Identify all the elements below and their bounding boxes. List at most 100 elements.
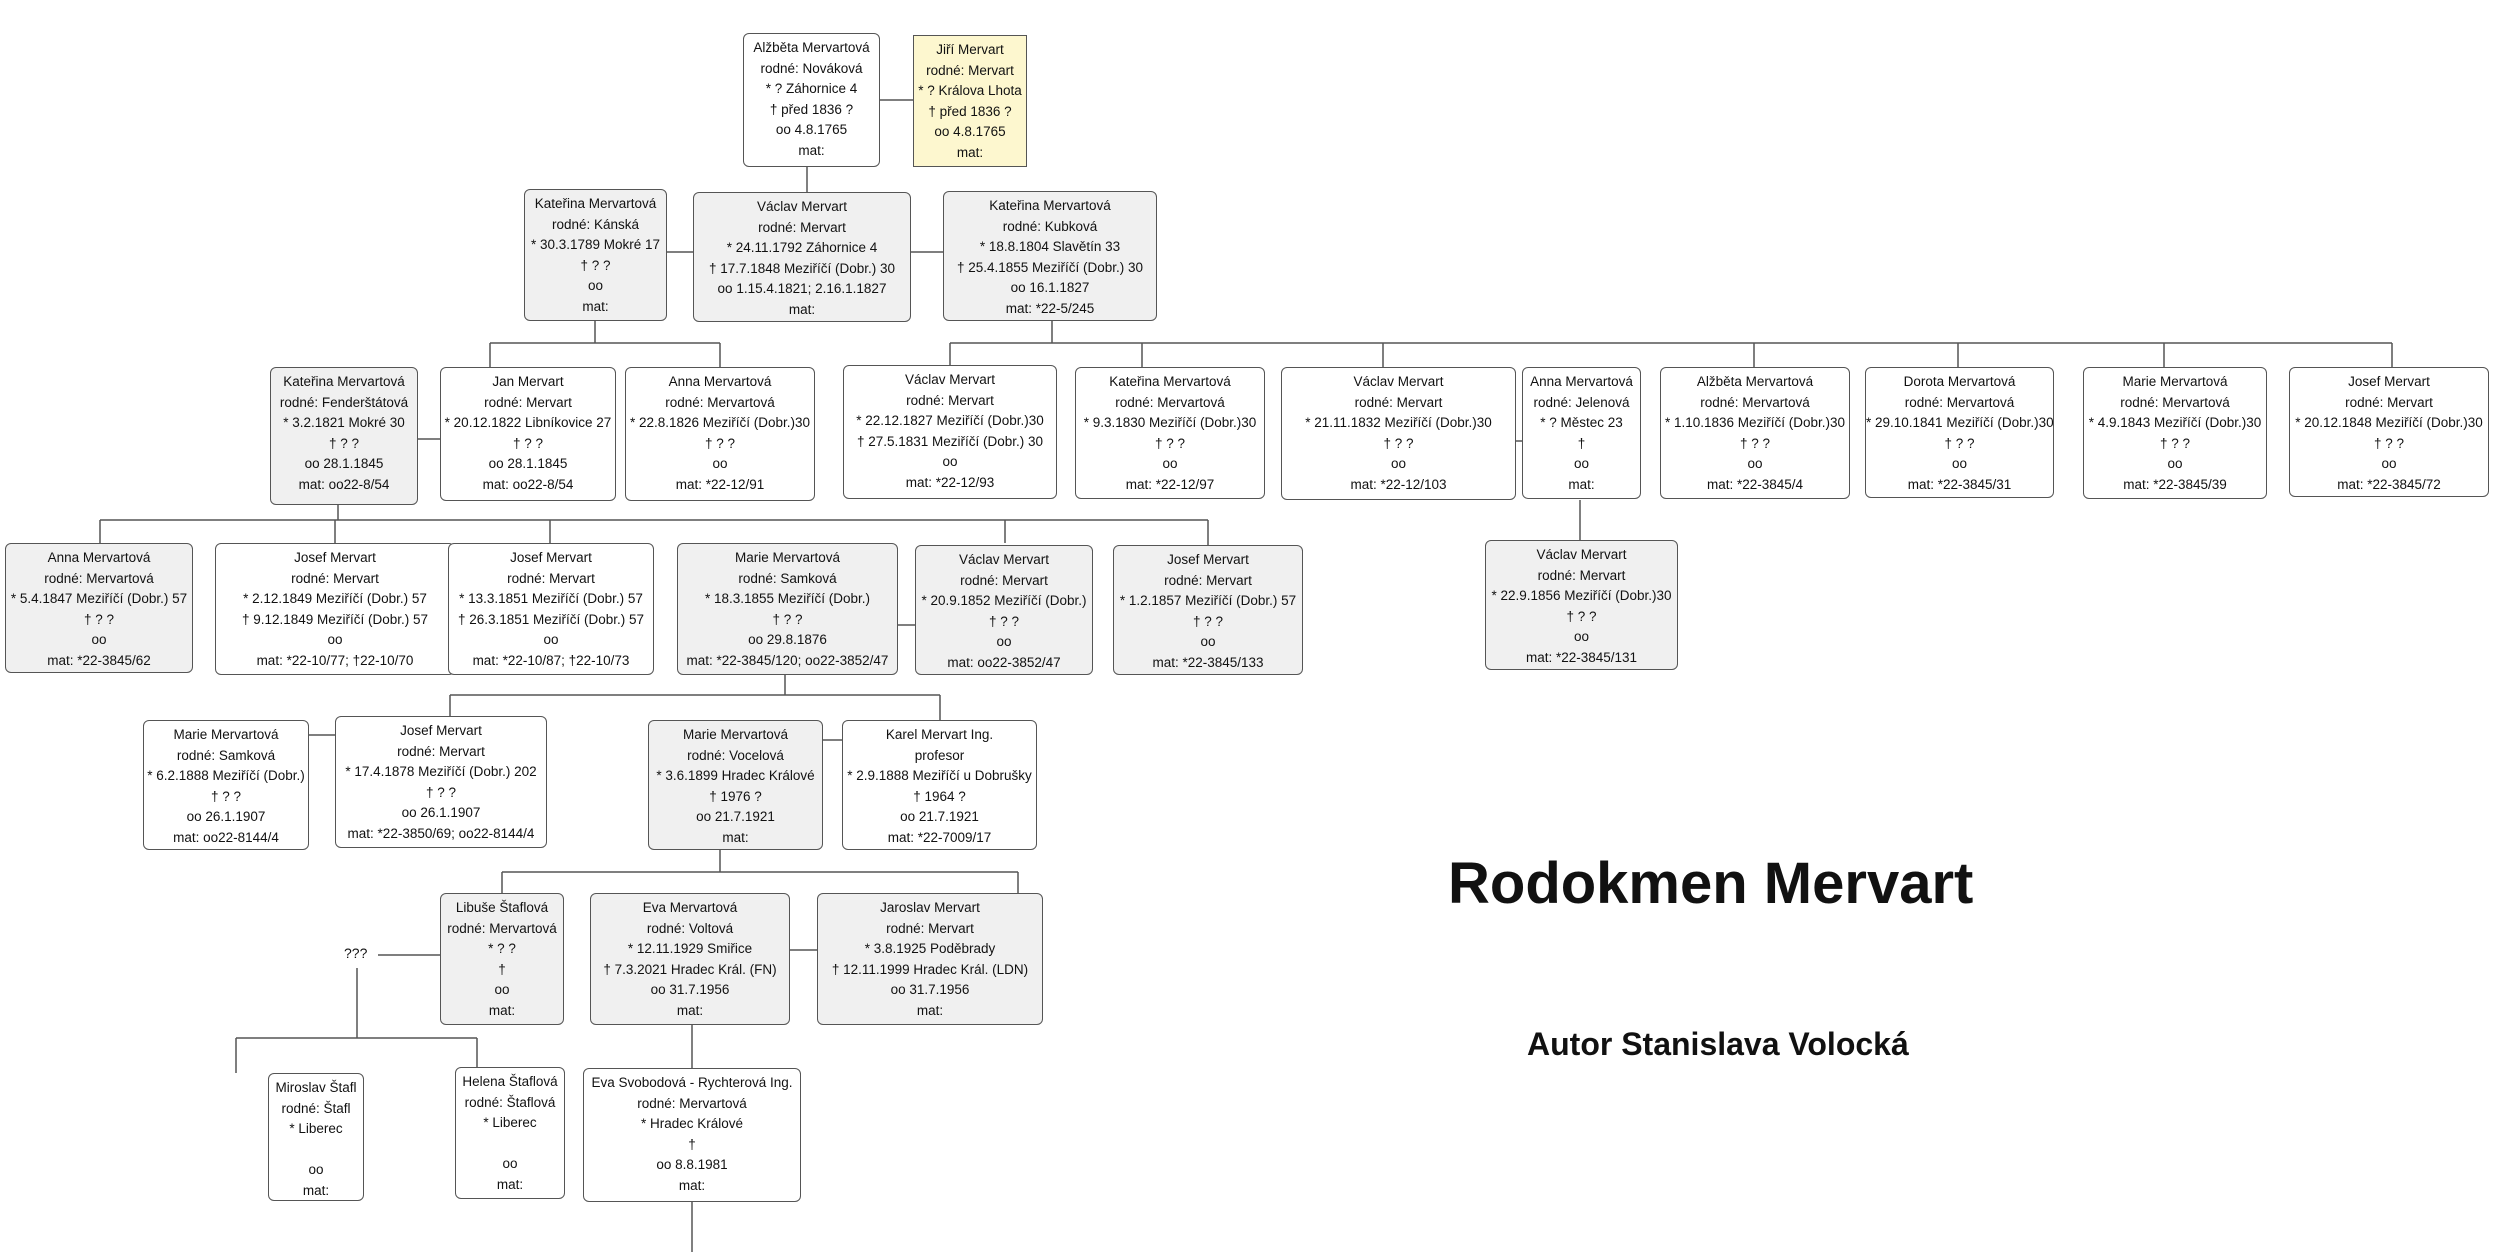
birth-name: rodné: Fenderštátová [279,394,409,410]
person-name: Anna Mervartová [1530,374,1633,389]
birth-info: * 20.9.1852 Meziříčí (Dobr.) [921,593,1087,608]
person-name: Alžběta Mervartová [1696,374,1814,389]
birth-info: * 4.9.1843 Meziříčí (Dobr.)30 [2088,415,2262,430]
marriage-info: oo 21.7.1921 [900,809,979,824]
birth-info: * ? Králova Lhota [918,83,1022,98]
birth-info: * 22.8.1826 Meziříčí (Dobr.)30 [629,415,811,430]
register-info: mat: oo22-8144/4 [173,829,279,845]
person-name: Eva Svobodová - Rychterová Ing. [591,1075,793,1090]
birth-info: * 20.12.1822 Libníkovice 27 [444,415,612,430]
person-eva-svobodova[interactable]: Eva Svobodová - Rychterová Ing.rodné: Me… [583,1068,801,1202]
birth-name: profesor [914,747,965,763]
marriage-info: oo [1573,456,1590,471]
person-name: Jaroslav Mervart [880,900,980,915]
marriage-info: oo [494,982,510,997]
death-info: † ? ? [512,435,544,451]
register-info: mat: *22-3845/31 [1907,476,2012,492]
person-name: Helena Štaflová [462,1074,558,1089]
marriage-info: oo [712,456,728,471]
death-info: † ? ? [580,257,611,273]
register-info: mat: [798,142,825,158]
person-name: Anna Mervartová [668,374,772,389]
death-info: † ? ? [704,435,736,451]
birth-name: rodné: Mervart [1164,572,1252,588]
birth-name: rodné: Mervart [1537,567,1626,583]
birth-info: * 3.8.1925 Poděbrady [864,941,996,956]
birth-info: * 30.3.1789 Mokré 17 [530,237,661,252]
person-name: Dorota Mervartová [1903,374,2016,389]
register-info: mat: [302,1182,330,1198]
register-info: mat: [916,1002,944,1018]
birth-name: rodné: Mervart [886,920,974,936]
death-info: † 12.11.1999 Hradec Král. (LDN) [831,961,1029,977]
person-name: Eva Mervartová [642,900,738,915]
person-josef-1857[interactable]: Josef Mervart rodné: Mervart * 1.2.1857 Me… [1113,545,1303,675]
birth-name: rodné: Mervartová [447,920,557,936]
person-dorota-1841[interactable]: Dorota Mervartová rodné: Mervartová * 29.1… [1865,367,2054,498]
person-name: Kateřina Mervartová [1109,374,1231,389]
birth-name: rodné: Mervartová [44,570,154,586]
register-info: mat: *22-3845/131 [1525,649,1638,665]
birth-info: * Liberec [289,1121,343,1136]
birth-name: rodné: Štaflová [464,1094,556,1110]
birth-name: rodné: Mervart [758,219,846,235]
birth-info: * 9.3.1830 Meziříčí (Dobr.)30 [1083,415,1257,430]
death-info: † ? ? [2373,435,2405,451]
death-info: † ? ? [1383,435,1414,451]
person-name: Marie Mervartová [173,727,279,742]
birth-info: * 29.10.1841 Meziříčí (Dobr.)30 [1866,415,2054,430]
death-info: † ? ? [1944,435,1975,451]
birth-info: * 6.2.1888 Meziříčí (Dobr.) [147,768,305,783]
register-info: mat: [722,829,749,845]
marriage-info: oo [2381,456,2397,471]
birth-info: * 1.2.1857 Meziříčí (Dobr.) 57 [1119,593,1297,608]
birth-name: rodné: Mervart [926,62,1014,78]
marriage-info: oo 28.1.1845 [488,456,568,471]
register-info: mat: [676,1002,704,1018]
death-info: † 26.3.1851 Meziříčí (Dobr.) 57 [457,611,645,627]
register-info: mat: [678,1177,706,1193]
person-karel-1888[interactable]: Karel Mervart Ing.profesor* 2.9.1888 Mez… [842,720,1037,850]
person-jaroslav-1925[interactable]: Jaroslav Mervart rodné: Mervart * 3.8.1925… [817,893,1043,1025]
person-name: Libuše Štaflová [455,900,549,915]
birth-name: rodné: Mervartová [1904,394,2015,410]
register-info: mat: *22-12/103 [1350,476,1447,492]
marriage-info: oo [1747,456,1763,471]
death-info: † ? ? [328,435,360,451]
marriage-info: oo [1200,634,1216,649]
marriage-info: oo [1951,456,1968,471]
death-info [269,1140,363,1161]
person-name: Josef Mervart [1167,552,1249,567]
register-info: mat: *22-3845/4 [1706,476,1804,492]
birth-info: * Liberec [483,1115,537,1130]
marriage-info: oo 26.1.1907 [186,809,266,824]
